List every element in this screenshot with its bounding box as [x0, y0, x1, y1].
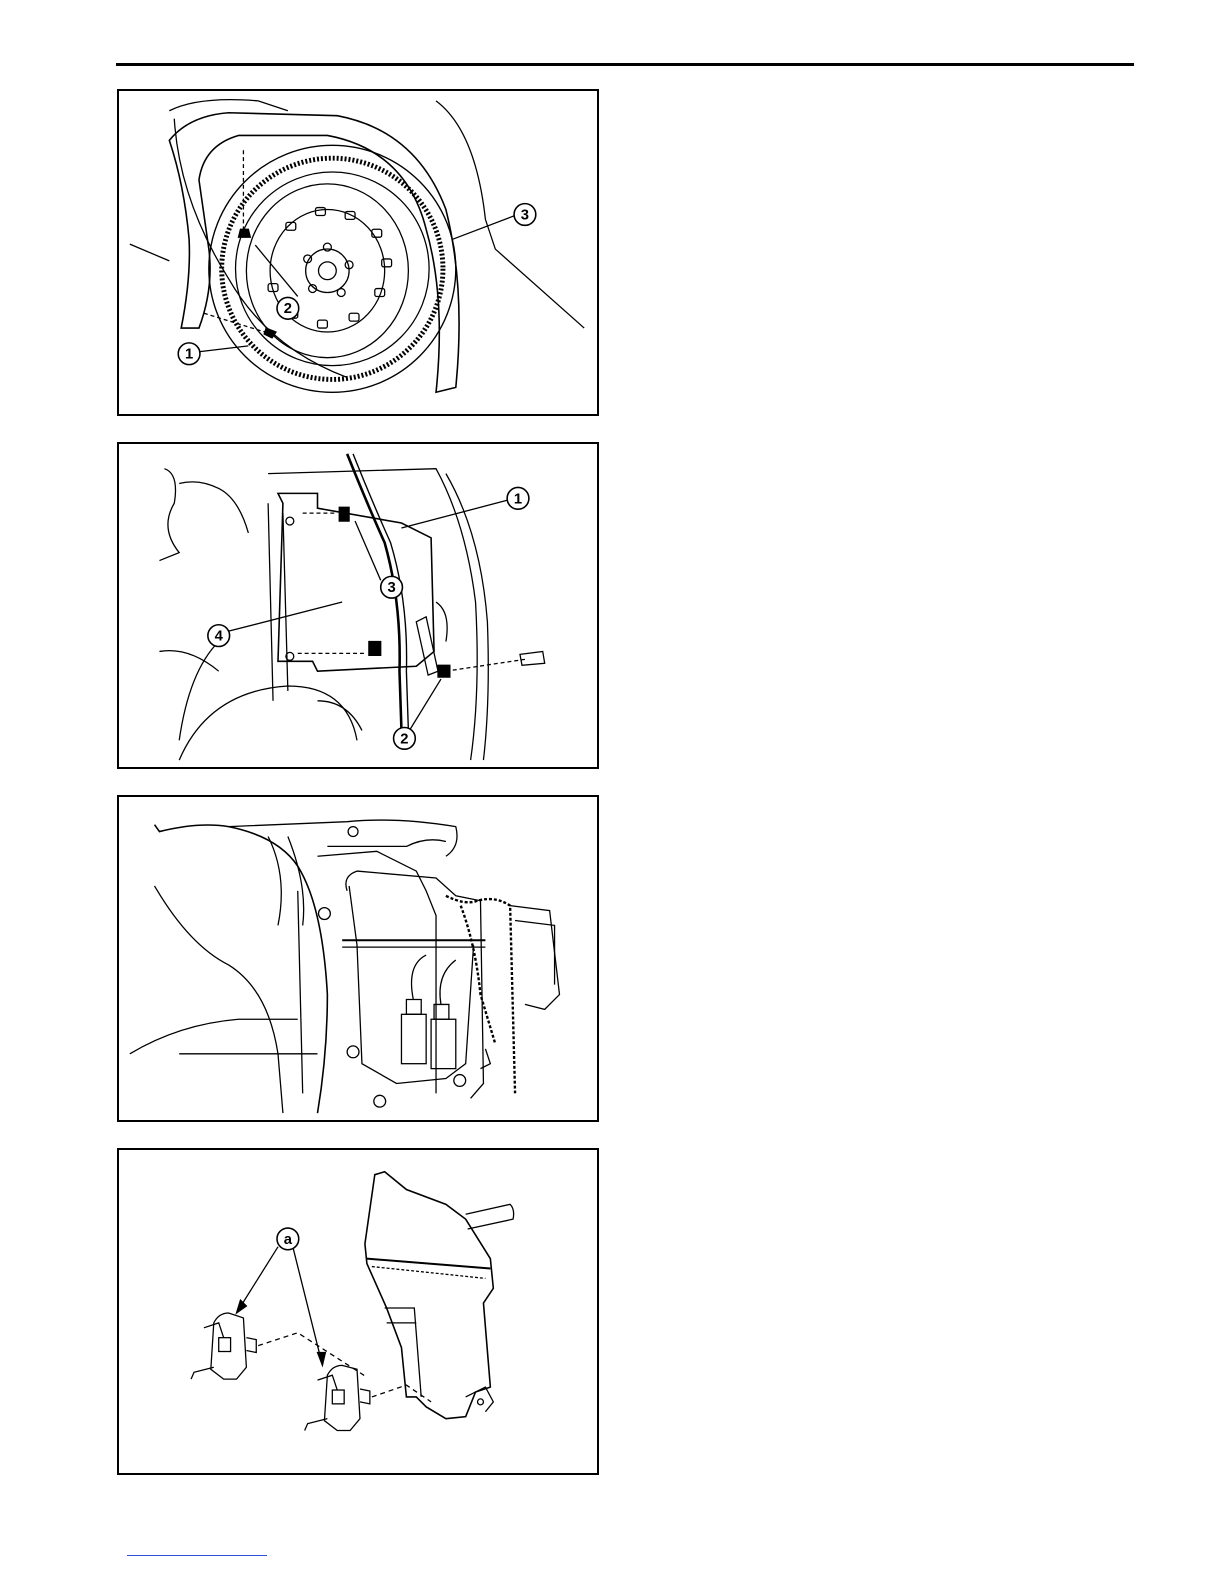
figure-washer-motors: a [117, 1148, 599, 1475]
callout-1: 1 [507, 487, 529, 509]
svg-text:3: 3 [387, 580, 395, 596]
washer-tank-installed-illustration [119, 797, 597, 1120]
svg-text:3: 3 [521, 207, 529, 223]
figure-wheel-housing-liner: 1 2 3 [117, 89, 599, 416]
svg-text:2: 2 [284, 301, 292, 317]
callout-2: 2 [394, 727, 416, 749]
svg-text:1: 1 [514, 491, 522, 507]
header-rule [116, 63, 1134, 66]
callout-3: 3 [514, 204, 536, 226]
callout-3: 3 [381, 576, 403, 598]
callout-4: 4 [208, 625, 230, 647]
callout-1: 1 [178, 343, 200, 365]
callout-2: 2 [277, 297, 299, 319]
figure-washer-tank-mounting: 1 2 3 4 [117, 442, 599, 769]
callout-a: a [277, 1228, 299, 1250]
figure2-callouts: 1 2 3 4 [119, 444, 597, 767]
svg-text:a: a [284, 1232, 293, 1248]
figure-washer-tank-installed [117, 795, 599, 1122]
svg-text:2: 2 [400, 731, 408, 747]
figure1-callouts: 1 2 3 [119, 91, 597, 414]
svg-text:1: 1 [185, 347, 193, 363]
footer-link-underline[interactable] [127, 1555, 267, 1556]
figure4-callouts: a [119, 1150, 597, 1473]
svg-text:4: 4 [215, 629, 224, 645]
